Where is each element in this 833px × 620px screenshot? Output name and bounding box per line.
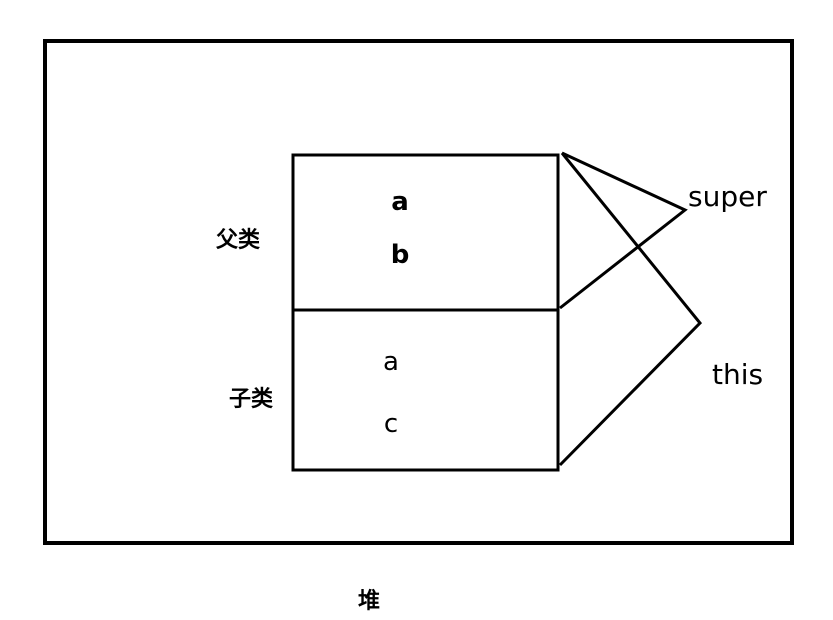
child-class-label: 子类	[229, 387, 274, 412]
heap-label: 堆	[358, 589, 380, 614]
super-pointer-lines	[559, 151, 688, 310]
this-label: this	[712, 358, 763, 391]
parent-field-a: a	[391, 187, 409, 217]
child-field-a: a	[383, 347, 399, 377]
this-pointer-lines	[558, 152, 703, 467]
super-label: super	[688, 180, 767, 213]
parent-field-b: b	[391, 240, 410, 270]
child-class-box	[291, 308, 560, 472]
child-field-c: c	[384, 409, 398, 439]
heap-border	[43, 39, 794, 545]
parent-class-label: 父类	[216, 228, 261, 253]
parent-class-box	[291, 153, 560, 312]
